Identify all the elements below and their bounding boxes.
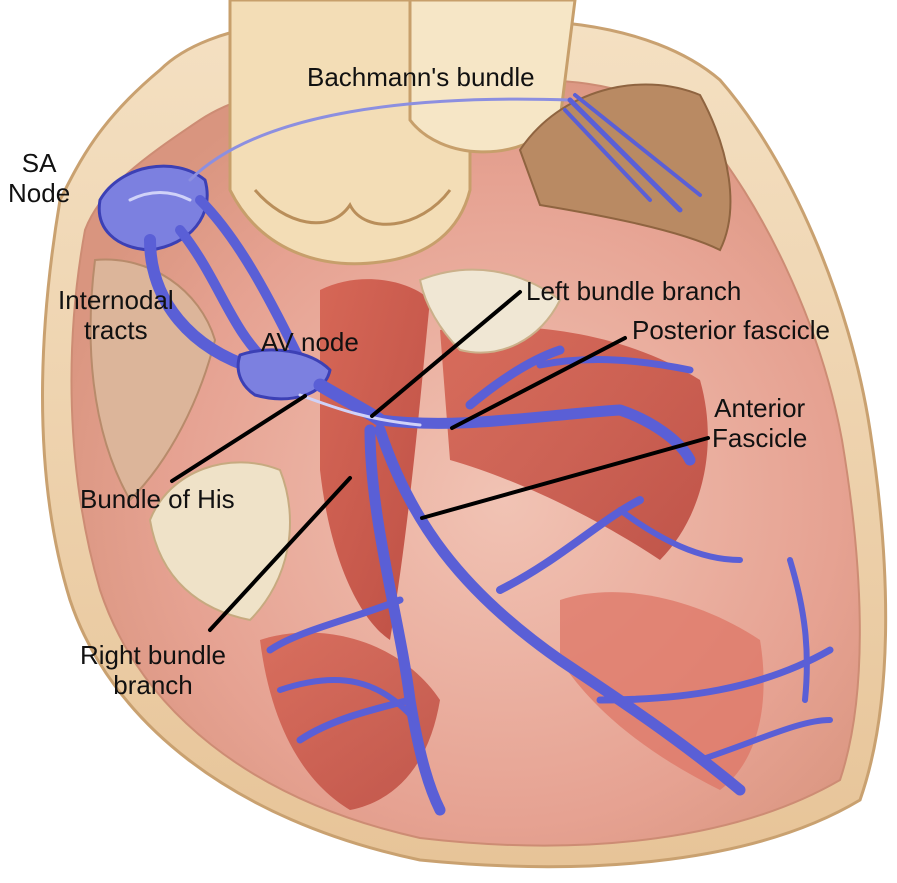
label-bachmanns-bundle: Bachmann's bundle bbox=[307, 62, 535, 92]
label-internodal-tracts: Internodal tracts bbox=[58, 285, 174, 345]
label-posterior-fascicle: Posterior fascicle bbox=[632, 315, 830, 345]
label-right-bundle-branch: Right bundle branch bbox=[80, 640, 226, 700]
label-anterior-fascicle: Anterior Fascicle bbox=[712, 393, 807, 453]
label-anterior-fascicle-line1: Anterior bbox=[712, 393, 807, 423]
label-av-node: AV node bbox=[261, 327, 359, 357]
label-right-bundle-branch-line2: branch bbox=[80, 670, 226, 700]
label-right-bundle-branch-line1: Right bundle bbox=[80, 640, 226, 670]
label-sa-node: SA Node bbox=[8, 148, 70, 208]
label-internodal-tracts-line1: Internodal bbox=[58, 285, 174, 315]
label-anterior-fascicle-line2: Fascicle bbox=[712, 423, 807, 453]
label-sa-node-line2: Node bbox=[8, 178, 70, 208]
label-sa-node-line1: SA bbox=[8, 148, 70, 178]
label-bundle-of-his: Bundle of His bbox=[80, 484, 235, 514]
label-left-bundle-branch: Left bundle branch bbox=[526, 276, 741, 306]
label-internodal-tracts-line2: tracts bbox=[58, 315, 174, 345]
